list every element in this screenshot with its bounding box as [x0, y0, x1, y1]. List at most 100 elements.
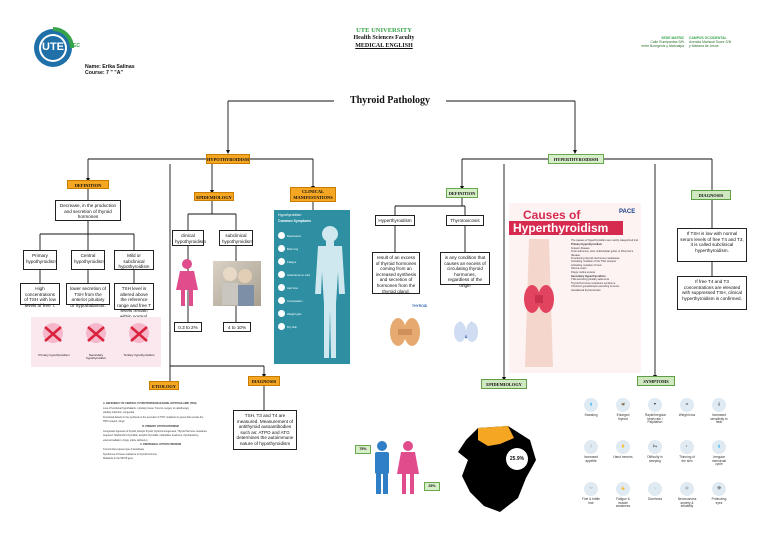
elderly-couple-photo	[213, 261, 261, 306]
hyperthyroidism-tag: HYPERTHYROIDISM	[548, 154, 604, 164]
head-icon: ☹	[680, 482, 694, 496]
clinical-hyper-text: If free T4 and T3 concentrations are ele…	[677, 276, 747, 310]
course-title: MEDICAL ENGLISH	[355, 43, 413, 49]
causes-item: Graves' disease	[571, 246, 590, 250]
symptom-fatigue: 💪Fatigue & muscle weakness	[613, 482, 633, 509]
sede-title: SEDE MATRIZ	[661, 36, 684, 40]
causes-primary-heading: Primary Hyperthyroidism	[571, 243, 602, 247]
student-course: Course: 7 " "A"	[85, 70, 123, 76]
sede-line2: entre Bourgeois y Atahualpa	[641, 44, 684, 48]
thyrotoxicosis-desc: is any condition that causes an excess o…	[440, 252, 490, 288]
causes-item: Toxic adenoma, toxic multinodular goiter…	[571, 250, 634, 257]
causes-item: Drugs: iodine excess	[571, 270, 596, 274]
campus-line2: y Mariana de Jesús	[689, 44, 719, 48]
subclinical-hypo-value: 4 to 10%	[223, 322, 251, 332]
skin-icon: ◐	[680, 440, 694, 454]
fork-knife-icon: 🍴	[584, 440, 598, 454]
toilet-icon: 🚽	[648, 482, 662, 496]
img-label-primary: Primary hypothyroidism	[38, 353, 70, 357]
causes-item: Functioning thyroid carcinoma metastases	[571, 257, 620, 261]
etiology-line: Loss of functional hypothalamic / pituit…	[103, 406, 189, 410]
hypothyroidism-tag: HYPOTHYROIDISM	[206, 154, 250, 164]
hand-icon: ✋	[616, 440, 630, 454]
hypo-diagnosis-text: TSH, T3 and T4 are measured. Measurement…	[233, 410, 297, 450]
etiology-line: Syndromes of tissue resistance to thyroi…	[103, 452, 157, 456]
logo-ring-icon	[34, 27, 74, 67]
etiology-line: Functional defects in the synthesis or t…	[103, 415, 204, 419]
campus-line1: Avenida Mariscal Sucre S/N	[689, 40, 732, 44]
muscle-icon: 💪	[616, 482, 630, 496]
hypo-definition-tag: DEFINITION	[67, 180, 109, 189]
symptom-brainfog: Brain fog	[278, 245, 312, 252]
symptom-enlarged-thyroid: 🦋Enlarged thyroid	[613, 398, 633, 421]
etiology-line: Tumors that express type 3 deiodinase	[103, 447, 145, 451]
thyroid-icon: 🦋	[616, 398, 630, 412]
clinical-hypo-box: clinical hypothyroidism	[172, 230, 206, 246]
student-name: Name: Erika Salinas	[85, 64, 135, 70]
causes-title-1: Causes of	[523, 208, 581, 222]
drop-icon: 💧	[712, 440, 726, 454]
header-center: UTE UNIVERSITY Health Sciences Faculty M…	[300, 27, 468, 49]
scale-icon: ⚖	[680, 398, 694, 412]
faculty-name: Health Sciences Faculty	[353, 35, 415, 41]
ute-logo: UTE EC	[31, 26, 80, 70]
etiology-line: pituitary infarction, congenital	[103, 411, 134, 415]
causes-item: Struma ovarii	[571, 267, 587, 271]
thyroid-label: THYROID	[412, 304, 428, 308]
male-figure-icon	[375, 441, 389, 494]
symptom-fatigue: Fatigue	[278, 258, 312, 265]
symptom-heart-rate: ❤Rapid/irregular heart rate / Palpitatio…	[645, 398, 666, 425]
campus-title: CAMPUS OCCIDENTAL	[689, 36, 727, 40]
sweat-icon: 💧	[584, 398, 598, 412]
symptoms-tag: SYMPTOMS	[637, 376, 675, 386]
causes-brand: PACE	[619, 209, 636, 215]
symptom-appetite: 🍴Increased appetite	[581, 440, 601, 463]
hair-icon: 〰	[584, 482, 598, 496]
hypo-organs-icon	[43, 323, 149, 343]
female-percent-badge: 75%	[355, 445, 371, 454]
map-value-circle: 25.9%	[506, 448, 528, 470]
neck-thyroid-icon	[524, 239, 554, 367]
symptom-depression: Depression	[278, 232, 312, 239]
symptom-constipation: Constipation	[278, 297, 312, 304]
symptom-hairloss: Hair loss	[278, 284, 312, 291]
symptom-nervousness: ☹Nervousness anxiety & irritability	[677, 482, 697, 509]
symptom-cold: Intolerance to cold	[278, 271, 312, 278]
sede-matriz: SEDE MATRIZ Calle Rumipamba S/N entre Bo…	[634, 36, 684, 48]
etiology-heading-a: A. DEFICIENCY OF CENTRAL THYROTROPIN-REL…	[103, 402, 197, 405]
causes-item: Chorionic gonadotropin-secreting tumours	[571, 285, 620, 289]
sede-line1: Calle Rumipamba S/N	[650, 40, 684, 44]
causes-item: Activating mutation of Gsα	[571, 263, 602, 267]
clinical-manifestations-panel: Hypothyroidism Common Symptoms Depressio…	[274, 210, 350, 364]
thermometer-icon: 🌡	[712, 398, 726, 412]
symptom-dot-icon	[278, 245, 285, 252]
symptom-dot-icon	[278, 297, 285, 304]
thyrotoxicosis-box: Thyrotoxicosis	[446, 215, 484, 226]
symptom-dot-icon	[278, 232, 285, 239]
symptom-dryskin: Dry skin	[278, 323, 312, 330]
symptom-list: Depression Brain fog Fatigue Intolerance…	[278, 232, 312, 336]
hyper-diagnosis-tag: DIAGNOSIS	[691, 190, 731, 200]
etiology-line: Mutations in the MCT8 gene	[103, 457, 134, 461]
causes-title-2: Hyperthyroidism	[509, 221, 623, 235]
hyperthyroidism-desc: result of an excess of thyroid hormones …	[372, 252, 420, 294]
clinical-hypo-value: 0.3 to 2%	[174, 322, 202, 332]
symptom-skin: ◐Thinning of the skin	[677, 440, 697, 463]
student-info: Name: Erika Salinas Course: 7 " "A"	[85, 64, 135, 76]
bed-icon: 🛏	[648, 440, 662, 454]
mild-hypo-box: Mild or subclinical hypothyroidism	[114, 250, 154, 270]
symptom-heat: 🌡Increased sensitivity to heat	[709, 398, 729, 425]
causes-list: The causes of hyperthyroidism are mainly…	[571, 239, 639, 292]
etiology-text-block: A. DEFICIENCY OF CENTRAL THYROTROPIN-REL…	[103, 402, 218, 504]
logo-text: UTE	[42, 41, 64, 53]
causes-item: Thyroid hormone resistance syndrome	[571, 281, 616, 285]
causes-card: Causes of Hyperthyroidism PACE The cause…	[509, 203, 641, 373]
symptom-menstrual: 💧Irregular menstrual cycle	[709, 440, 729, 467]
img-label-tertiary: Tertiary hypothyroidism	[123, 353, 155, 357]
symptom-weight-loss: ⚖Weight loss	[677, 398, 697, 418]
causes-secondary-heading: Secondary Hyperthyroidism	[571, 275, 606, 279]
hypo-diagnosis-tag: DIAGNOSIS	[248, 376, 280, 386]
symptoms-grid: 💧Sweating 🦋Enlarged thyroid ❤Rapid/irreg…	[575, 398, 735, 520]
male-female-figures	[368, 440, 424, 496]
etiology-line: Congenital: Agenesis of thyroid, Ectopic…	[103, 429, 208, 433]
